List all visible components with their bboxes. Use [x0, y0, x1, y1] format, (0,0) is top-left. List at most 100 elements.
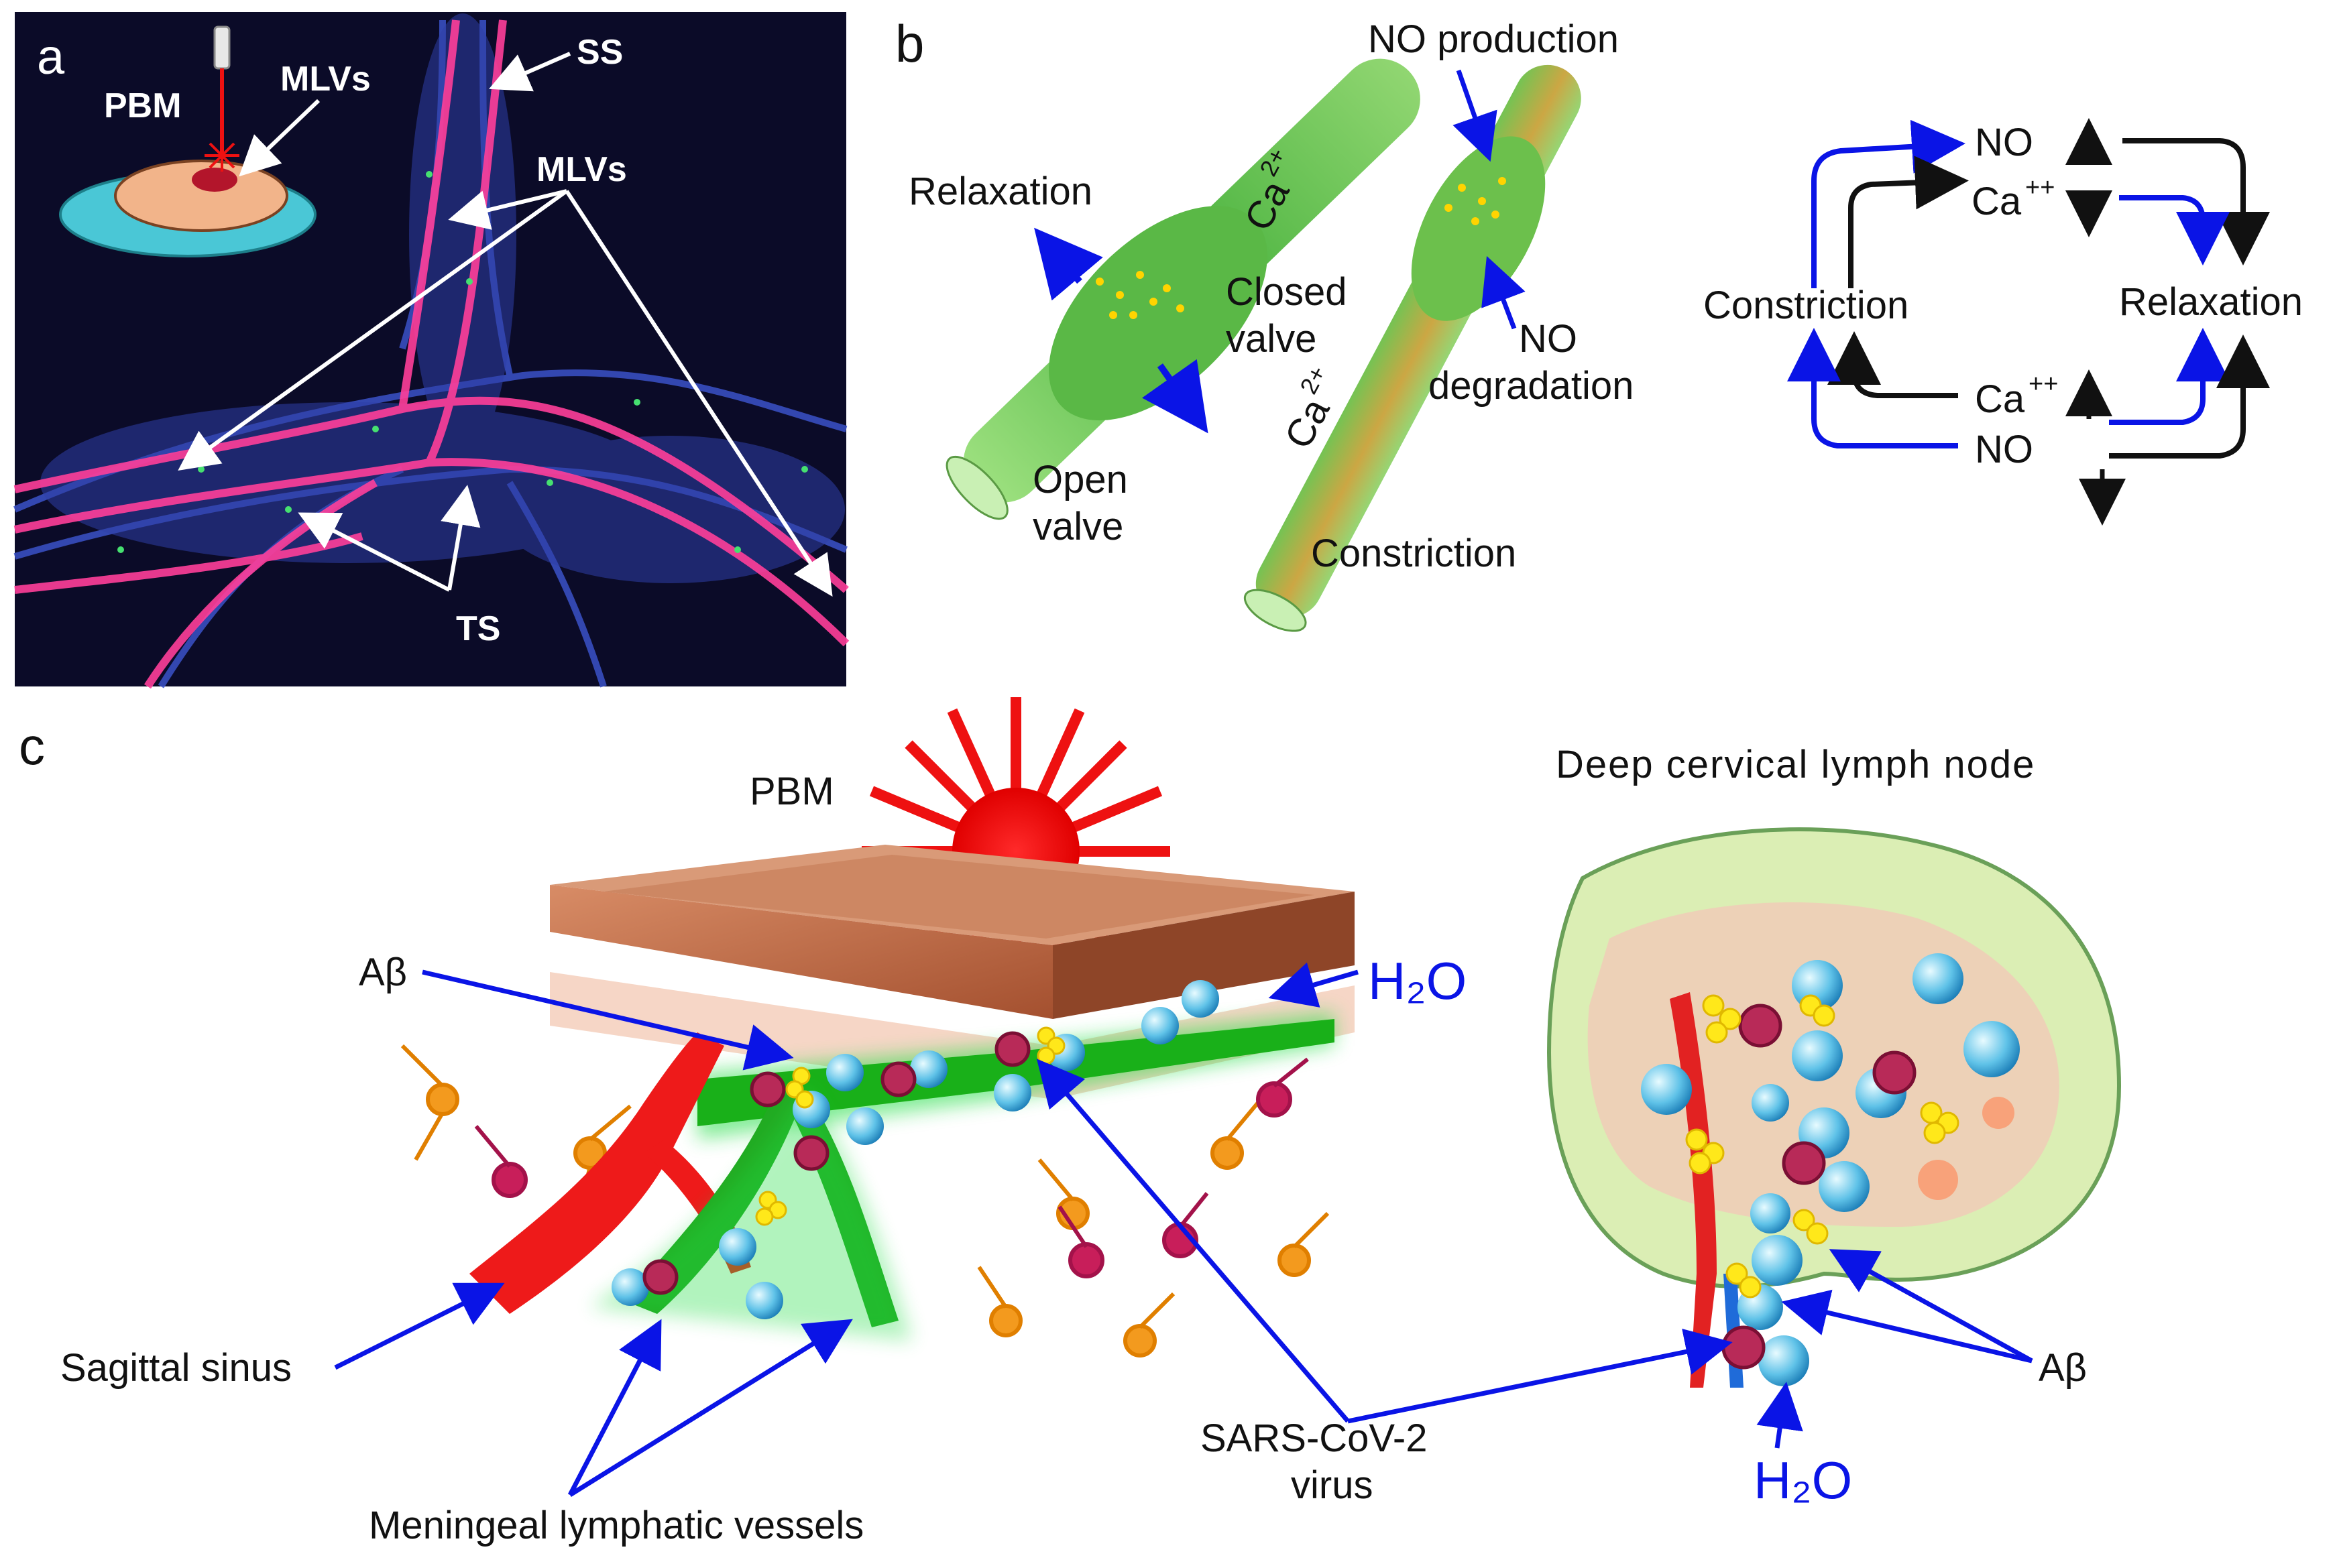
- arrow-sars-right: [1347, 1328, 1733, 1424]
- virus-particles-left: [642, 1031, 1031, 1295]
- arrow-ss: [489, 52, 571, 92]
- arrow-no-degradation: [1481, 255, 1526, 330]
- label-mlvs-top: MLVs: [280, 60, 371, 99]
- laser-spot-icon: [205, 139, 239, 172]
- label-abeta-left: Aβ: [359, 951, 407, 994]
- laser-device-icon: [213, 25, 231, 70]
- lymph-node-follicle-2: [1918, 1160, 1958, 1200]
- label-sars-1: SARS-CoV-2: [1200, 1416, 1427, 1460]
- water-bubble: [846, 1107, 884, 1145]
- water-bubble: [826, 1054, 864, 1091]
- cycle-constriction: Constriction: [1703, 284, 1908, 327]
- water-bubble: [1141, 1007, 1179, 1044]
- sagittal-sinus-vessel: [469, 1032, 724, 1314]
- panel-b: b NO production Relaxation Closed: [895, 14, 2303, 632]
- water-bubble: [1819, 1161, 1870, 1212]
- arrow-meningeal-2: [569, 1319, 853, 1497]
- virus-icon: [1782, 1141, 1826, 1185]
- label-pbm-c: PBM: [750, 770, 834, 813]
- water-bubbles-left: [612, 980, 1219, 1319]
- label-mlvs-mid: MLVs: [536, 150, 627, 189]
- water-bubble: [746, 1282, 783, 1319]
- virus-icon: [880, 1061, 917, 1097]
- virus-icon: [642, 1259, 679, 1295]
- label-no-production: NO production: [1368, 17, 1619, 61]
- label-meningeal: Meningeal lymphatic vessels: [369, 1504, 864, 1547]
- virus-icon: [1721, 1325, 1766, 1370]
- label-closed-valve: valve: [1226, 317, 1316, 361]
- micrograph-blue-haze: [40, 13, 845, 583]
- cycle-relaxation: Relaxation: [2119, 280, 2303, 324]
- virus-icon: [793, 1135, 830, 1171]
- panel-c-letter: c: [19, 717, 45, 776]
- label-sars-2: virus: [1291, 1463, 1373, 1507]
- water-bubble: [1758, 1335, 1809, 1386]
- arrow-ts-2: [441, 485, 481, 591]
- water-bubble: [1752, 1235, 1803, 1286]
- label-deep-cervical: Deep cervical lymph node: [1556, 743, 2035, 786]
- mouse-inset: [59, 25, 317, 257]
- water-bubble: [1750, 1193, 1790, 1233]
- label-abeta-right: Aβ: [2039, 1346, 2087, 1390]
- cycle-blue-top-right: [2119, 195, 2230, 265]
- water-bubble: [994, 1074, 1031, 1111]
- cycle-diagram: NO Ca ++ Constriction Relaxation Ca ++ N…: [1703, 118, 2303, 526]
- arrow-relaxation-down: [1142, 359, 1208, 434]
- vessel-constricted-dots: [1444, 177, 1506, 225]
- cycle-no-bottom: NO: [1975, 428, 2033, 471]
- arrow-no-production: [1452, 69, 1497, 162]
- label-no-deg-2: degradation: [1428, 364, 1634, 408]
- vessel-relaxed: [946, 58, 1420, 520]
- water-bubble: [1963, 1021, 2020, 1077]
- abeta-clusters-left: [755, 1026, 1066, 1226]
- cycle-black-bottom-left: [1827, 331, 1958, 398]
- arrow-mlvs-1: [448, 189, 567, 230]
- label-open: Open: [1033, 458, 1128, 501]
- label-no-deg-1: NO: [1519, 317, 1577, 361]
- label-pbm-a: PBM: [104, 86, 182, 125]
- micrograph-pink-vessels: [13, 19, 850, 689]
- arrow-abeta-right-1: [1829, 1249, 2033, 1364]
- water-bubble: [910, 1050, 948, 1088]
- panel-c: c PBM Deep cervical lymph node: [19, 697, 2122, 1547]
- panel-b-letter: b: [895, 14, 924, 73]
- cycle-ca-top-sup: ++: [2025, 174, 2055, 202]
- cycle-blue-top-left: [1811, 119, 1965, 288]
- neurons-orange: [400, 1044, 1330, 1358]
- label-h2o-bottom: H₂O: [1754, 1451, 1852, 1510]
- label-relaxation-b: Relaxation: [909, 170, 1092, 213]
- skin-skull-slab: [550, 845, 1355, 1019]
- mouse-head: [114, 160, 288, 232]
- cycle-black-top-right: [2122, 138, 2270, 265]
- water-bubble: [1792, 1030, 1843, 1081]
- water-bubble: [1182, 980, 1219, 1018]
- arrow-h2o-top: [1268, 962, 1359, 1008]
- label-closed: Closed: [1226, 270, 1347, 314]
- arrow-h2o-bottom: [1756, 1382, 1803, 1449]
- label-h2o-top: H₂O: [1368, 951, 1467, 1010]
- cycle-blue-bottom-right: [2109, 328, 2230, 425]
- virus-icon: [1738, 1004, 1782, 1048]
- cycle-black-bottom-right: [2109, 335, 2270, 459]
- arrow-abeta-left: [422, 969, 794, 1071]
- cycle-no-top: NO: [1975, 121, 2033, 164]
- panel-a-letter: a: [37, 29, 65, 84]
- cycle-ca-bottom: Ca: [1975, 377, 2025, 421]
- virus-icon: [750, 1071, 786, 1107]
- water-bubble: [719, 1228, 756, 1266]
- lymph-node-efferent-artery: [1670, 992, 1717, 1388]
- label-ts: TS: [456, 609, 500, 648]
- lymph-node-follicle-3: [1982, 1097, 2014, 1129]
- lymph-node: [1546, 827, 2122, 1388]
- arrow-mlvs-3: [565, 190, 833, 597]
- label-sagittal-sinus: Sagittal sinus: [60, 1346, 292, 1390]
- arrow-sars-left: [1036, 1059, 1350, 1423]
- water-bubble: [1912, 953, 1963, 1004]
- arrow-sagittal-sinus: [334, 1282, 505, 1370]
- arrow-meningeal-1: [567, 1319, 662, 1496]
- virus-icon: [1872, 1050, 1917, 1095]
- panel-a: a PBM MLVs SS MLVs TS: [13, 12, 850, 689]
- label-open-valve: valve: [1033, 505, 1123, 548]
- water-bubble: [1641, 1064, 1692, 1115]
